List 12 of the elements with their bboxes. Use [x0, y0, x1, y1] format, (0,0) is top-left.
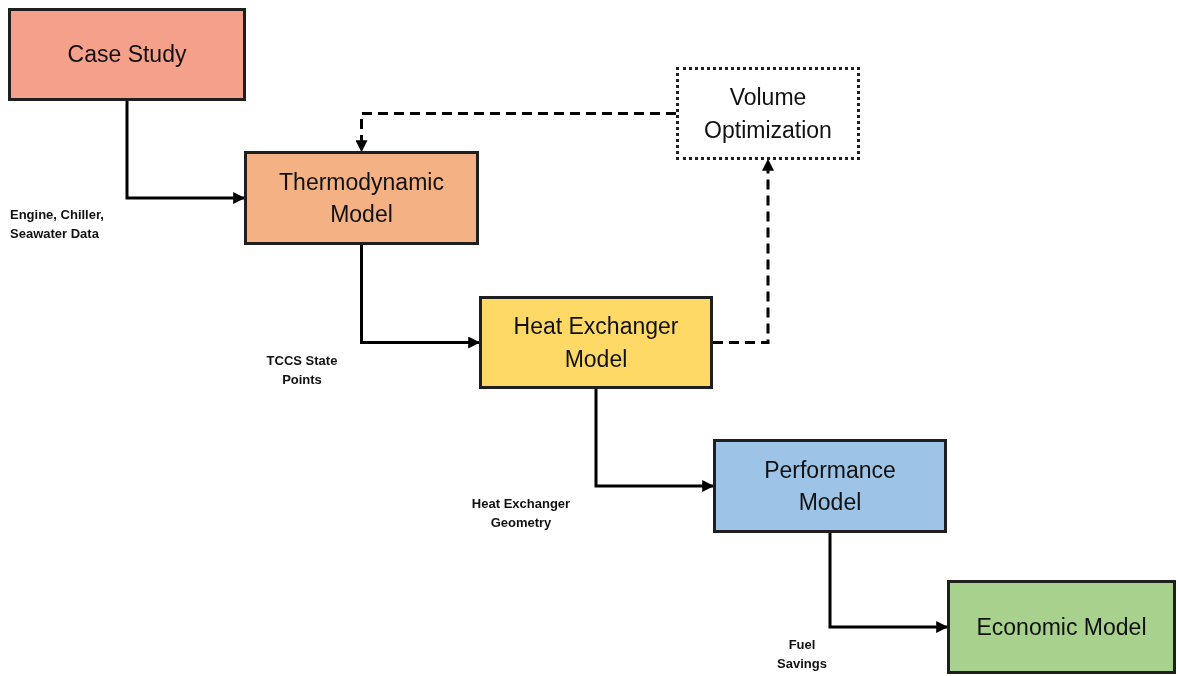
process-box: Heat Exchanger Model — [479, 296, 713, 389]
dashed-arrow — [355, 112, 676, 153]
process-box: Performance Model — [713, 439, 947, 533]
arrow — [360, 245, 481, 349]
process-box: Economic Model — [947, 580, 1176, 674]
dashed-arrow — [713, 158, 774, 344]
arrow — [828, 533, 949, 633]
optional-process-box: Volume Optimization — [676, 67, 860, 160]
arrow — [594, 389, 715, 492]
process-box: Case Study — [8, 8, 246, 101]
arrow — [125, 101, 246, 204]
process-box: Thermodynamic Model — [244, 151, 479, 245]
